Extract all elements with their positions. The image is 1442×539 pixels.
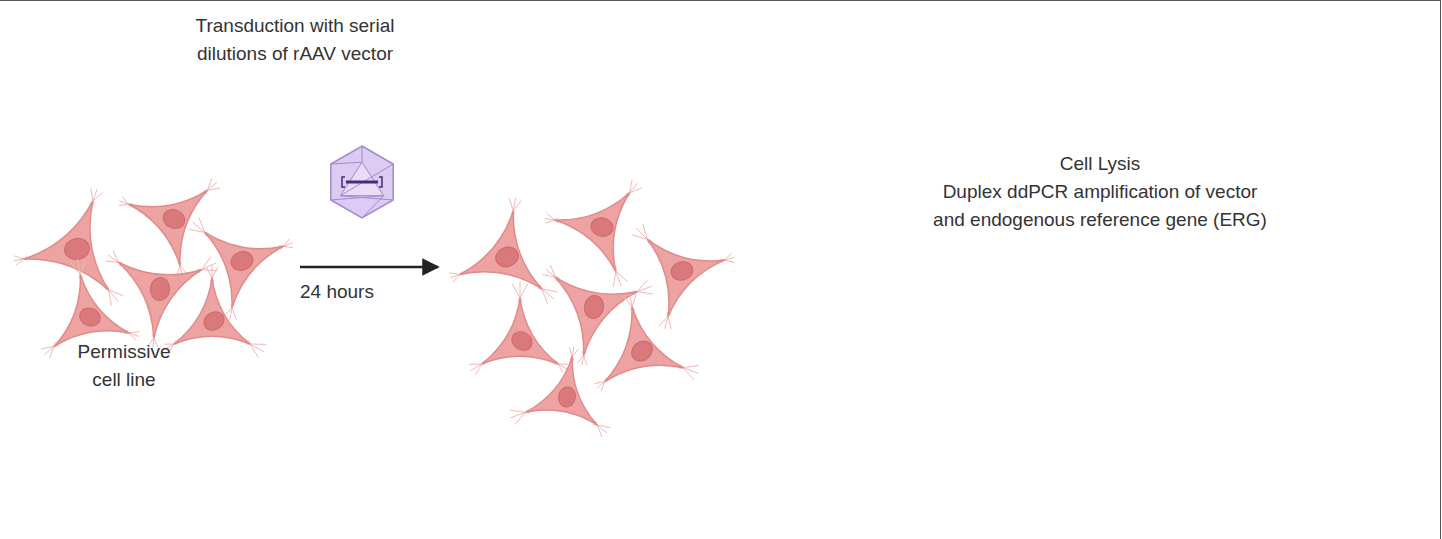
- genome: [346, 181, 378, 184]
- cell-body: [460, 211, 542, 289]
- cell-nucleus: [583, 294, 606, 320]
- cell-nucleus: [200, 308, 227, 334]
- capsid: [331, 146, 393, 218]
- capsid-edge: [362, 146, 363, 162]
- cell-nucleus: [590, 216, 615, 238]
- cell-body: [605, 307, 683, 382]
- cell: [164, 265, 266, 358]
- cell-body: [555, 277, 637, 355]
- cell-nucleus: [160, 207, 187, 232]
- cell: [450, 198, 557, 304]
- frame-line: [0, 0, 1441, 1]
- cell-body: [482, 298, 558, 364]
- cell-nucleus: [557, 386, 577, 409]
- cell-body: [174, 278, 250, 344]
- virus-icon: [331, 146, 393, 218]
- time-label: 24 hours: [300, 278, 440, 306]
- cell-body: [555, 193, 630, 271]
- cell: [119, 178, 220, 281]
- capsid-edge: [331, 162, 362, 164]
- capsid-edge: [340, 196, 393, 200]
- step-label: Duplex ddPCR amplification of vector and…: [820, 178, 1380, 233]
- cell-nucleus: [669, 259, 695, 282]
- cell-nucleus: [628, 337, 657, 365]
- cell-body: [526, 357, 598, 425]
- cell: [595, 294, 699, 391]
- frame-line: [1440, 0, 1441, 539]
- cell: [632, 224, 734, 329]
- capsid-edge: [340, 164, 393, 196]
- cell-nucleus: [508, 328, 535, 354]
- capsid-edge: [331, 196, 384, 200]
- cell: [510, 347, 610, 437]
- capsid-edge: [362, 196, 384, 218]
- cell-body: [24, 201, 109, 290]
- cell-nucleus: [493, 244, 521, 270]
- step-heading: Cell Lysis: [800, 150, 1400, 178]
- step-label: Transduction with serial dilutions of rA…: [95, 12, 495, 67]
- cell-nucleus: [228, 249, 255, 274]
- cell-nucleus: [149, 277, 170, 302]
- cell-label: Permissive cell line: [59, 338, 189, 393]
- itr-bracket: [342, 177, 345, 187]
- cell-nucleus: [77, 305, 103, 329]
- cell-body: [647, 239, 724, 316]
- itr-bracket: [379, 177, 382, 187]
- process-arrow: [300, 266, 438, 269]
- cell-body: [129, 190, 207, 265]
- cell: [14, 188, 123, 305]
- cell-body: [54, 275, 129, 347]
- capsid-facet: [340, 162, 383, 195]
- cell: [545, 180, 642, 287]
- cell-body: [119, 262, 202, 337]
- cell-nucleus: [63, 237, 91, 262]
- cell: [469, 282, 568, 375]
